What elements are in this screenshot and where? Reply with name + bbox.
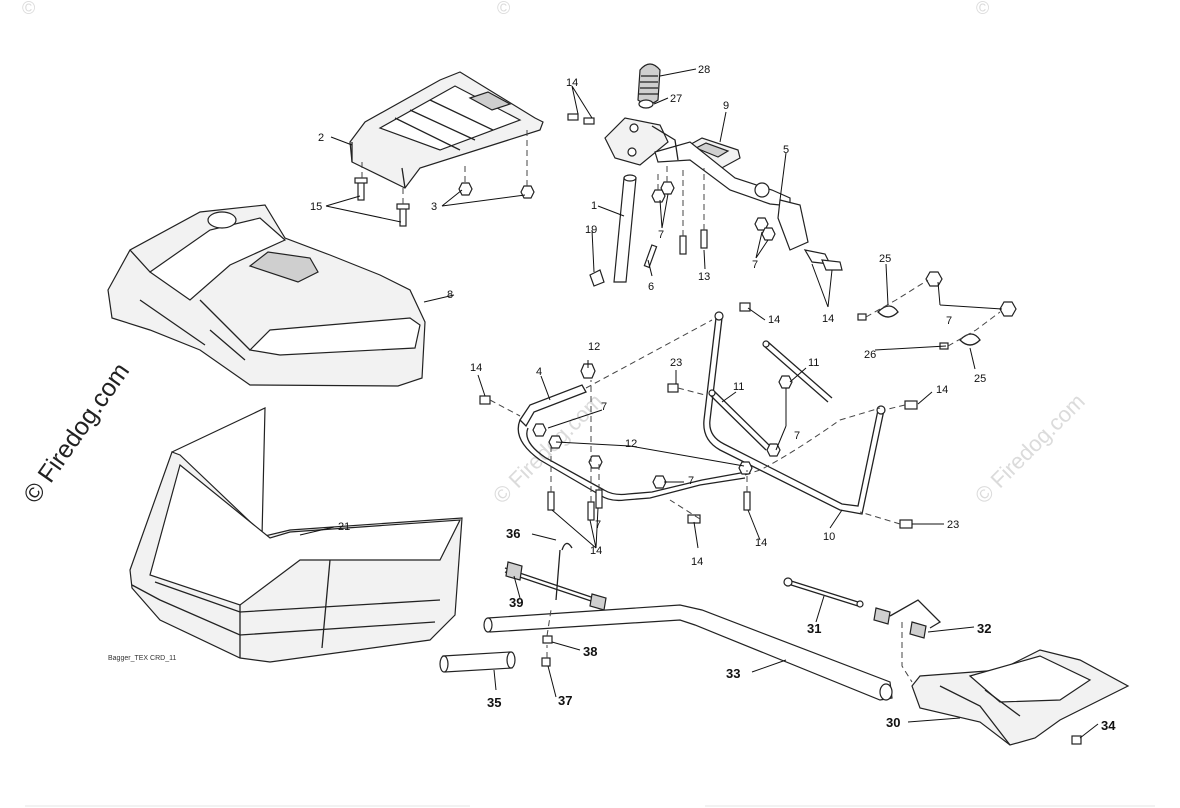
part-38-37-clip — [541, 609, 553, 667]
drawing-code: Bagger_TEX CRD_11 — [108, 655, 176, 662]
callout-34: 34 — [1101, 718, 1116, 733]
part-lift-bracket — [604, 117, 791, 207]
part-27-ring — [638, 99, 654, 109]
callout-11-b: 11 — [733, 381, 744, 393]
callout-14-f: 14 — [755, 537, 767, 549]
callout-33: 33 — [726, 666, 740, 681]
leader-lines — [299, 68, 1099, 739]
callout-37: 37 — [558, 693, 572, 708]
callout-14-top: 14 — [566, 77, 578, 89]
callout-12-b: 12 — [625, 438, 637, 450]
part-33-handle-tube — [483, 604, 893, 701]
part-34-screw — [1071, 735, 1082, 745]
fasteners-15-3 — [354, 128, 535, 227]
callout-39: 39 — [509, 595, 523, 610]
callout-7-e: 7 — [794, 430, 800, 442]
callout-10: 10 — [823, 531, 835, 543]
callout-26: 26 — [864, 349, 876, 361]
callout-11-a: 11 — [808, 357, 819, 369]
part-4-frame — [517, 319, 747, 502]
callout-7-c: 7 — [946, 315, 952, 327]
callout-1: 1 — [591, 200, 597, 212]
part-8-hood — [107, 204, 426, 387]
callout-23-b: 23 — [947, 519, 959, 531]
callout-21: 21 — [338, 521, 350, 533]
part-10-frame — [703, 311, 886, 515]
part-35-grip — [439, 651, 516, 673]
part-36-pin — [555, 542, 573, 601]
callout-14-d: 14 — [470, 362, 482, 374]
callout-7-b: 7 — [752, 259, 758, 271]
callout-14-c: 14 — [768, 314, 780, 326]
part-5-lever-bracket — [777, 199, 809, 251]
callout-5: 5 — [783, 144, 789, 156]
callout-25-a: 25 — [879, 253, 891, 265]
watermark-symbol-top-mid: © — [497, 0, 510, 18]
part-1-tube — [613, 174, 637, 283]
callout-9: 9 — [723, 100, 729, 112]
callout-7-a: 7 — [658, 229, 664, 241]
callouts: 2 15 3 8 14 28 27 9 5 1 7 19 6 13 7 14 2… — [310, 64, 1116, 733]
callout-31: 31 — [807, 621, 821, 636]
watermark-right: © Firedog.com — [970, 389, 1090, 509]
callout-25-b: 25 — [974, 373, 986, 385]
callout-35: 35 — [487, 695, 501, 710]
callout-4: 4 — [536, 366, 542, 378]
callout-30: 30 — [886, 715, 900, 730]
callout-7-g: 7 — [595, 519, 601, 531]
part-11-links — [708, 340, 833, 451]
callout-3: 3 — [431, 201, 437, 213]
part-28-grip — [637, 63, 661, 105]
callout-27: 27 — [670, 93, 682, 105]
watermark-side: © Firedog.com — [18, 358, 135, 509]
callout-14-b: 14 — [822, 313, 834, 325]
callout-15: 15 — [310, 201, 322, 213]
callout-6: 6 — [648, 281, 654, 293]
callout-19: 19 — [585, 224, 597, 236]
watermark-symbol-top-right: © — [976, 0, 989, 18]
callout-28: 28 — [698, 64, 710, 76]
hardware-right — [857, 271, 1017, 350]
hardware-frame — [479, 302, 918, 529]
callout-7-d: 7 — [601, 401, 607, 413]
callout-38: 38 — [583, 644, 597, 659]
part-32-spring — [873, 599, 942, 639]
callout-23-a: 23 — [670, 357, 682, 369]
part-31-rod — [783, 577, 864, 608]
callout-32: 32 — [977, 621, 991, 636]
callout-7-f: 7 — [688, 475, 694, 487]
callout-36: 36 — [506, 526, 520, 541]
watermark-symbol-top-left: © — [22, 0, 35, 18]
callout-14-e: 14 — [936, 384, 948, 396]
callout-13: 13 — [698, 271, 710, 283]
part-30-deflector-plate — [901, 622, 1130, 746]
callout-8: 8 — [447, 289, 453, 301]
callout-12-a: 12 — [588, 341, 600, 353]
part-39-spring-rod — [504, 561, 607, 611]
part-2-top-cover — [349, 71, 544, 189]
hardware-upper — [567, 113, 843, 287]
callout-14-g: 14 — [590, 545, 602, 557]
callout-14-h: 14 — [691, 556, 703, 568]
callout-2: 2 — [318, 132, 324, 144]
part-21-bagger-box — [129, 407, 463, 663]
